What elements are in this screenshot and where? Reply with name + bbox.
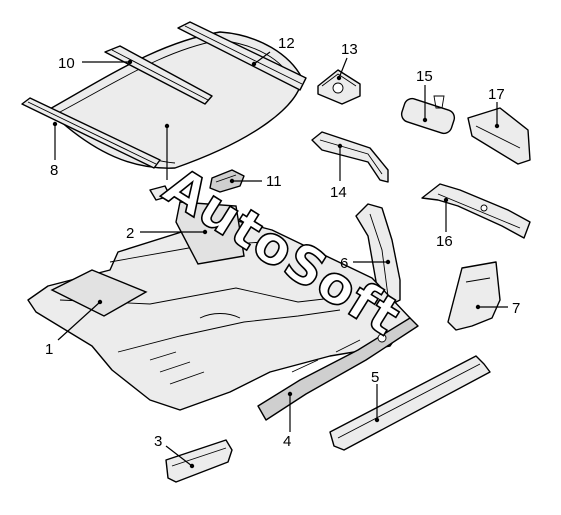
roof-rear-rail-part — [177, 21, 307, 91]
callout-8: 8 — [50, 162, 58, 179]
small-plate-part — [165, 439, 233, 483]
grab-bracket-part — [311, 131, 389, 183]
callout-13: 13 — [341, 41, 358, 58]
side-member-part — [421, 183, 531, 239]
callout-1: 1 — [45, 341, 53, 358]
wheel-arch-panel-part — [447, 261, 501, 331]
sun-visor-part — [467, 107, 531, 165]
courtesy-light-part — [209, 169, 245, 193]
callout-5: 5 — [371, 369, 379, 386]
leader-lines — [52, 51, 508, 469]
callout-3: 3 — [154, 433, 162, 450]
callout-11: 11 — [266, 173, 282, 190]
callout-14: 14 — [330, 184, 347, 201]
callout-10: 10 — [58, 55, 75, 72]
rear-view-mirror-part — [400, 95, 456, 135]
sill-bracket-part — [257, 317, 419, 421]
callout-12: 12 — [278, 35, 295, 52]
front-floor-mat-part — [175, 201, 245, 265]
interior-lamp-part — [317, 69, 361, 105]
b-pillar-part — [355, 203, 401, 307]
callout-17: 17 — [488, 86, 505, 103]
callout-7: 7 — [512, 300, 520, 317]
callout-2: 2 — [126, 225, 134, 242]
roof-bow-part — [104, 45, 213, 105]
roof-front-rail-part — [21, 97, 161, 169]
rear-floor-mat-part — [50, 269, 148, 317]
callout-16: 16 — [436, 233, 453, 250]
clip-part — [149, 185, 171, 201]
callout-4: 4 — [283, 433, 291, 450]
roof-lining-part — [47, 31, 303, 169]
callout-6: 6 — [340, 255, 348, 272]
rocker-panel-part — [329, 355, 491, 451]
floor-pan-part — [27, 217, 411, 411]
callout-15: 15 — [416, 68, 433, 85]
